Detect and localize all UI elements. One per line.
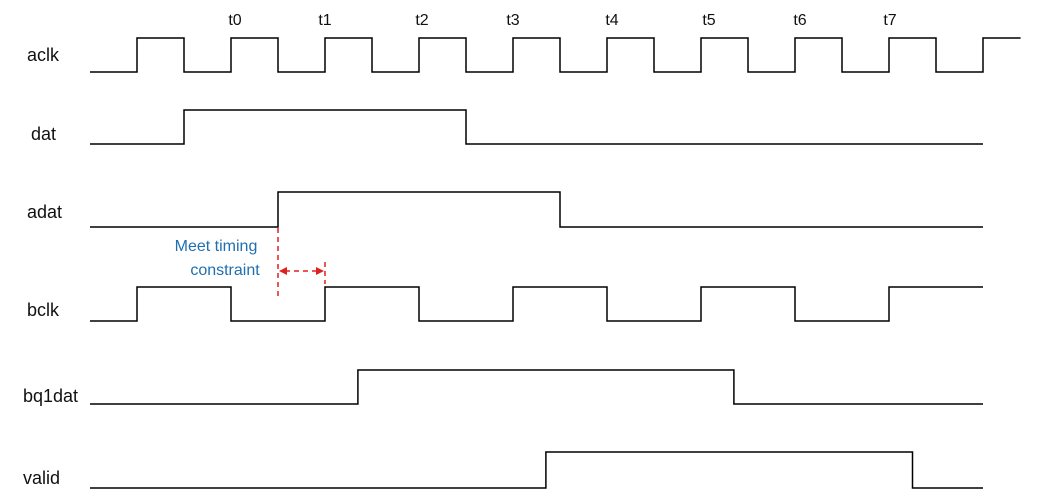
waveforms: [90, 37, 1021, 489]
time-label-t0: t0: [228, 12, 241, 29]
time-label-t6: t6: [793, 12, 806, 29]
bq1dat-waveform: [90, 369, 983, 405]
time-label-t7: t7: [883, 12, 896, 29]
time-label-t3: t3: [506, 12, 519, 29]
time-label-t1: t1: [318, 12, 331, 29]
timing-constraint-annotation: Meet timing constraint: [175, 228, 326, 296]
time-label-t5: t5: [702, 12, 715, 29]
time-label-t2: t2: [415, 12, 428, 29]
aclk-waveform: [90, 37, 1021, 73]
signal-labels: aclk dat adat bclk bq1dat valid: [23, 45, 78, 488]
adat-waveform: [90, 191, 983, 228]
annotation-line-2: constraint: [190, 262, 260, 279]
arrow-head-left-icon: [279, 267, 287, 275]
annotation-line-1: Meet timing: [175, 238, 258, 255]
dat-waveform: [90, 109, 983, 145]
signal-label-valid: valid: [23, 468, 60, 488]
signal-label-bclk: bclk: [27, 300, 60, 320]
arrow-head-right-icon: [316, 267, 324, 275]
bclk-waveform: [90, 286, 983, 322]
valid-waveform: [90, 451, 983, 489]
signal-label-aclk: aclk: [27, 45, 60, 65]
time-label-t4: t4: [605, 12, 618, 29]
signal-label-bq1dat: bq1dat: [23, 386, 78, 406]
signal-label-adat: adat: [27, 202, 62, 222]
signal-label-dat: dat: [31, 124, 56, 144]
time-labels: t0 t1 t2 t3 t4 t5 t6 t7: [228, 12, 896, 29]
